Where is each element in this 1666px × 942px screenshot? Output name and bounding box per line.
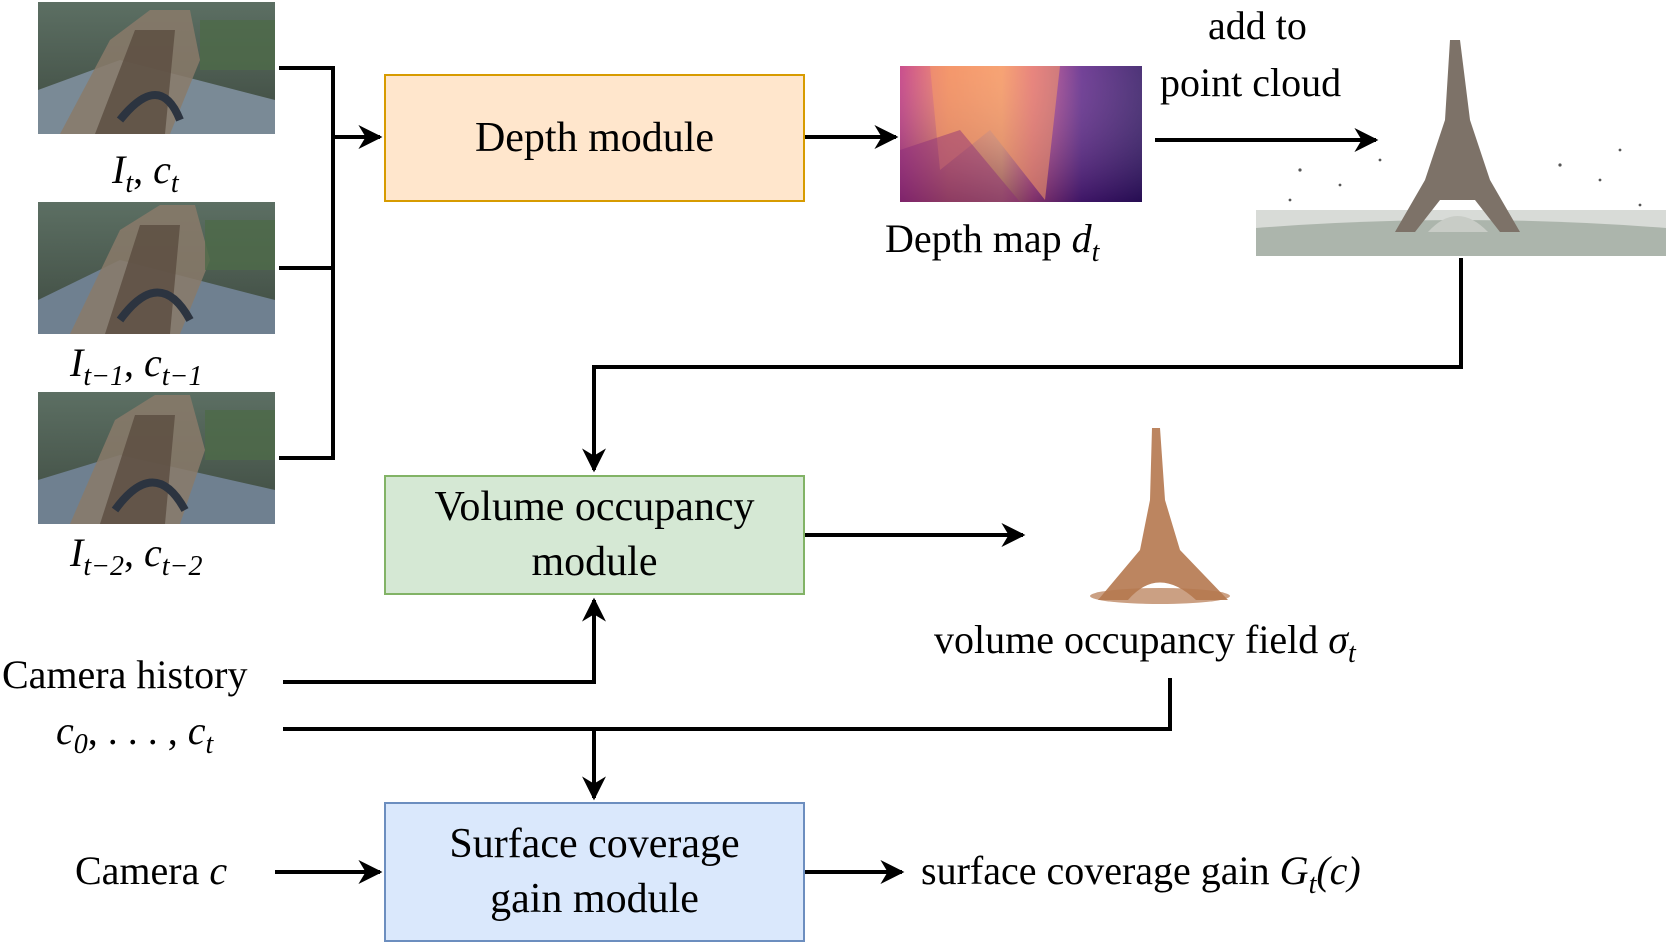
depth-module-box: Depth module — [384, 74, 805, 202]
arrow-history-to-volume — [283, 597, 606, 684]
input-frame-t1-image — [38, 202, 275, 334]
volume-module-label-line2: module — [531, 539, 658, 585]
depth-map-image — [900, 66, 1142, 202]
add-to-label-line1: add to — [1208, 3, 1307, 48]
frame-t2-label: It−2, ct−2 — [70, 530, 203, 582]
camera-c-label: Camera c — [75, 848, 228, 893]
occupancy-field-image — [1090, 428, 1230, 604]
camera-history-label: Camera history — [2, 652, 248, 697]
input-frame-t2-image — [38, 392, 275, 524]
input-frame-t-image — [38, 2, 275, 134]
surface-coverage-module-box: Surface coverage gain module — [384, 802, 805, 942]
connector-field-to-history-line — [283, 678, 1172, 731]
surface-module-label-line2: gain module — [490, 876, 699, 922]
camera-history-range: c0, . . . , ct — [56, 708, 214, 760]
volume-module-label-line1: Volume occupancy — [434, 484, 755, 531]
depth-module-label: Depth module — [474, 114, 715, 161]
arrow-point-cloud-to-volume — [582, 258, 1463, 473]
depth-map-label: Depth map dt — [885, 216, 1100, 268]
add-to-label-line2: point cloud — [1160, 60, 1342, 105]
point-cloud-image — [1256, 40, 1666, 256]
occupancy-field-label: volume occupancy field σt — [934, 617, 1356, 669]
surface-module-label-line1: Surface coverage — [449, 821, 740, 868]
input-bracket-connector — [279, 66, 335, 460]
frame-t-label: It, ct — [112, 147, 179, 199]
volume-occupancy-module-box: Volume occupancy module — [384, 475, 805, 595]
frame-t1-label: It−1, ct−1 — [70, 340, 203, 392]
coverage-gain-label: surface coverage gain Gt(c) — [921, 848, 1361, 900]
